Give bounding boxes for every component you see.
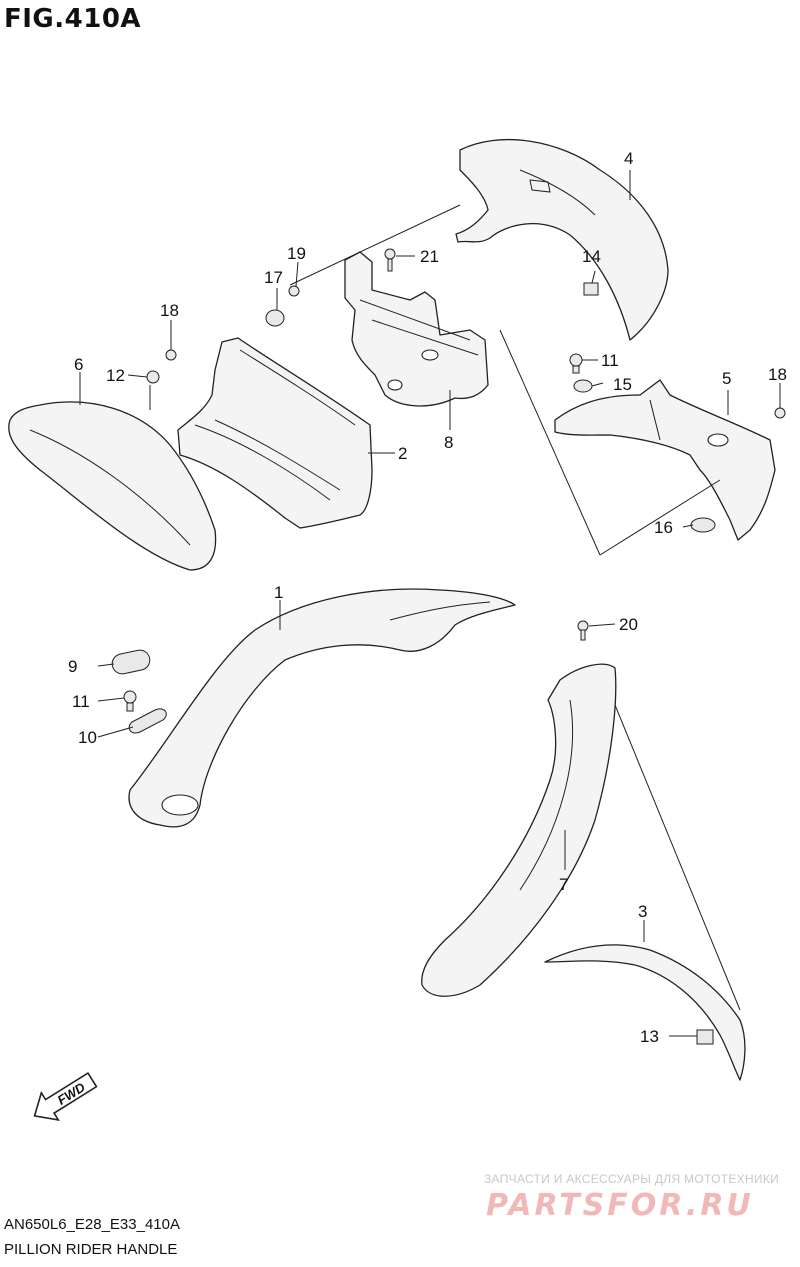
callout-label: 11 — [601, 351, 619, 370]
callout-label: 17 — [264, 268, 283, 287]
part-15-washer — [573, 379, 593, 393]
figure-caption: PILLION RIDER HANDLE — [4, 1241, 178, 1258]
callout-label: 1 — [274, 583, 283, 602]
watermark-logo: PARTSFOR.RU — [486, 1188, 754, 1223]
part-5-side-bracket — [554, 379, 776, 541]
callout-label: 3 — [638, 902, 647, 921]
part-2-inner-panel — [177, 337, 373, 529]
callout-label: 20 — [619, 615, 638, 634]
part-20-clip — [577, 620, 589, 641]
callout-label: 5 — [722, 369, 731, 388]
part-6-cushion — [8, 401, 217, 571]
part-19-screw — [288, 285, 300, 297]
callout-labels: 1 2 3 4 5 6 7 8 9 10 11 11 12 13 14 15 1… — [68, 149, 787, 1046]
part-14-nut — [583, 282, 599, 296]
part-12-screw — [146, 370, 160, 384]
callout-label: 12 — [106, 366, 125, 385]
part-16-bushing — [690, 517, 716, 533]
leader-lines — [79, 170, 781, 1037]
part-4-rear-cover — [455, 139, 669, 341]
callout-label: 8 — [444, 433, 453, 452]
part-7-side-trim — [421, 663, 617, 997]
callout-label: 2 — [398, 444, 407, 463]
callout-label: 10 — [78, 728, 97, 747]
callout-label: 16 — [654, 518, 673, 537]
part-18-clip-right — [774, 407, 786, 419]
callout-label: 14 — [582, 247, 601, 266]
callout-label: 18 — [160, 301, 179, 320]
part-8-bracket — [344, 251, 489, 407]
callout-label: 6 — [74, 355, 83, 374]
part-9-cap — [111, 649, 151, 675]
callout-label: 4 — [624, 149, 633, 168]
figure-code: AN650L6_E28_E33_410A — [4, 1216, 180, 1233]
part-11-bolt-right — [569, 353, 583, 374]
callout-label: 13 — [640, 1027, 659, 1046]
part-17-grommet — [265, 309, 285, 327]
part-13-nut — [696, 1029, 714, 1045]
part-3-trim — [544, 944, 746, 1081]
callout-label: 9 — [68, 657, 77, 676]
part-18-clip-left — [165, 349, 177, 361]
watermark-tagline: ЗАПЧАСТИ И АКСЕССУАРЫ ДЛЯ МОТОТЕХНИКИ — [484, 1172, 780, 1186]
callout-label: 21 — [420, 247, 439, 266]
callout-label: 18 — [768, 365, 787, 384]
figure-title: FIG.410A — [4, 4, 142, 34]
part-10-plate — [128, 708, 167, 734]
part-11-bolt-left — [123, 690, 137, 712]
callout-label: 15 — [613, 375, 632, 394]
fwd-direction-marker: FWD — [33, 1071, 98, 1122]
callout-label: 7 — [559, 875, 568, 894]
part-1-grab-handle — [128, 588, 516, 828]
part-21-screw — [384, 248, 396, 272]
callout-label: 11 — [72, 692, 90, 711]
callout-label: 19 — [287, 244, 306, 263]
